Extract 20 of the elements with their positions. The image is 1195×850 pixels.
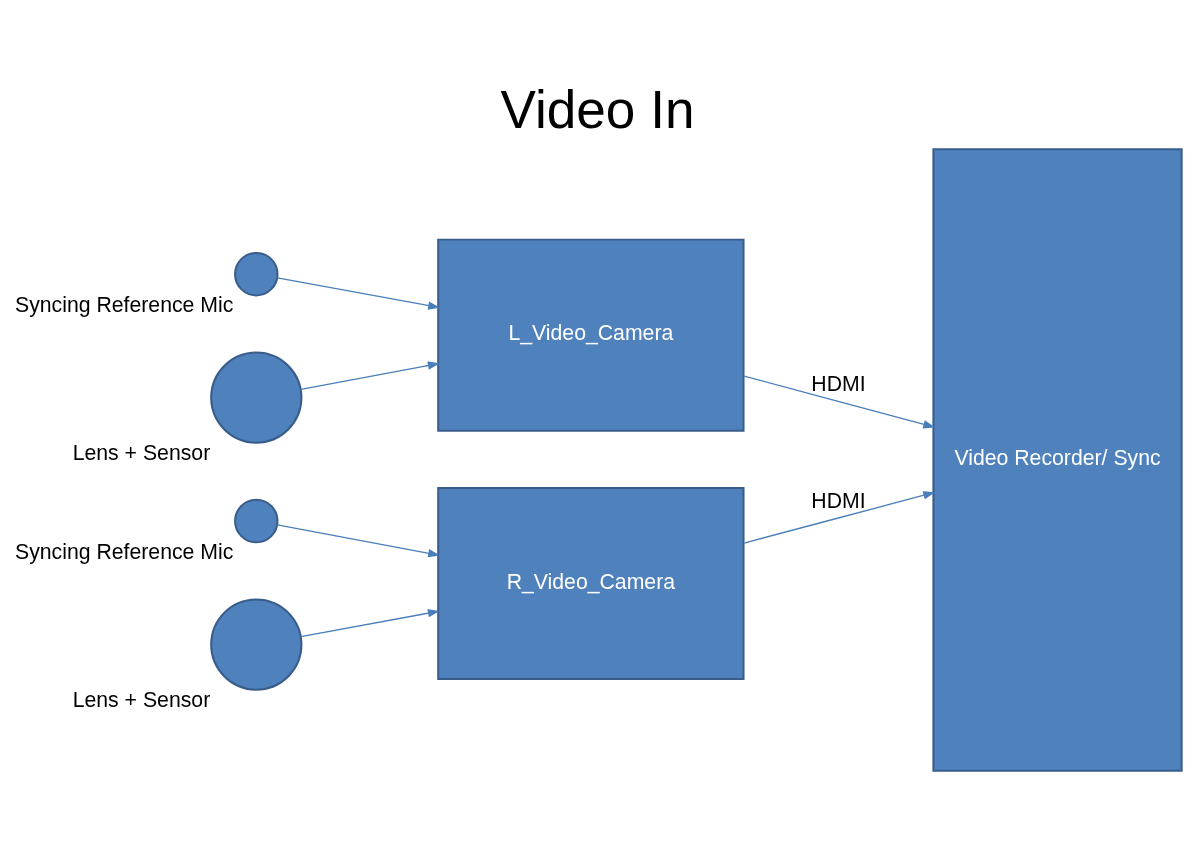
node-label: Lens + Sensor — [72, 440, 211, 465]
node-label: Syncing Reference Mic — [15, 292, 234, 317]
node-circle — [210, 351, 303, 444]
edge-label: HDMI — [811, 488, 866, 513]
arrow — [276, 276, 441, 310]
arrow — [300, 360, 440, 390]
node-circle — [234, 498, 279, 543]
arrow — [743, 490, 936, 544]
node-box: R_Video_Camera — [437, 486, 745, 680]
node-label: Syncing Reference Mic — [15, 539, 234, 564]
arrow — [300, 608, 440, 637]
node-circle — [234, 251, 279, 296]
diagram-title: Video In — [500, 79, 695, 139]
node-circle — [210, 597, 303, 691]
edge-label: HDMI — [811, 371, 866, 396]
node-box: Video Recorder/ Sync — [932, 147, 1183, 772]
node-box: L_Video_Camera — [437, 238, 745, 432]
arrow — [743, 374, 936, 428]
arrow — [276, 523, 441, 557]
node-label: Lens + Sensor — [72, 687, 211, 712]
